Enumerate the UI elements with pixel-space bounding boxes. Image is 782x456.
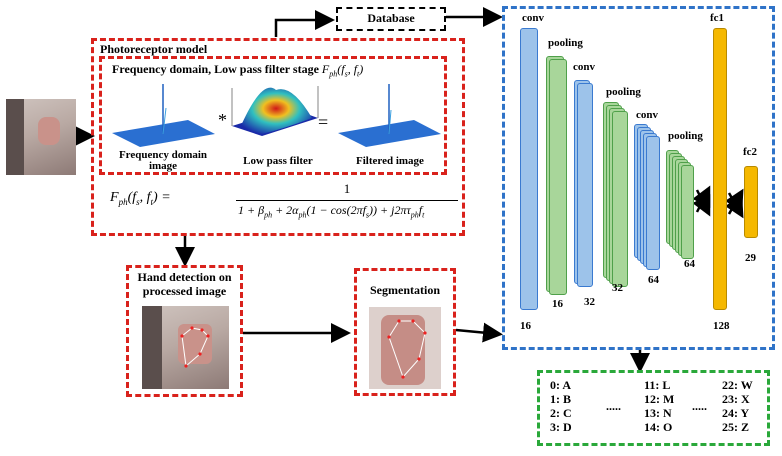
input-hand-photo xyxy=(6,99,76,175)
arrow-photoreceptor-to-database xyxy=(274,10,335,37)
class-item: 22: W xyxy=(722,378,753,392)
filtered-image-label: Filtered image xyxy=(356,155,424,167)
class-item: 1: B xyxy=(550,392,571,406)
cnn-layer-name: conv xyxy=(636,109,658,121)
photoreceptor-model-box: Photoreceptor model xyxy=(91,38,465,236)
pool-layer-slab xyxy=(549,59,567,295)
conv-layer-slab xyxy=(646,136,660,270)
cnn-layer-name: fc1 xyxy=(710,12,725,24)
hand-detection-photo xyxy=(142,306,229,389)
cnn-layer-size: 32 xyxy=(584,296,595,308)
dense-connection-1 xyxy=(692,185,711,217)
class-item: 11: L xyxy=(644,378,671,392)
low-pass-filter-label: Low pass filter xyxy=(243,155,313,167)
cnn-layer-size: 64 xyxy=(684,258,695,270)
class-item: 25: Z xyxy=(722,420,749,434)
segmentation-label: Segmentation xyxy=(370,283,440,297)
stage-title: Frequency domain, Low pass filter stage … xyxy=(112,62,364,79)
cnn-layer-size: 128 xyxy=(713,320,730,332)
cnn-layer-name: conv xyxy=(573,61,595,73)
classes-col1: 0: A 1: B 2: C 3: D xyxy=(550,378,572,434)
cnn-layer-size: 16 xyxy=(520,320,531,332)
cnn-layer-size: 32 xyxy=(612,282,623,294)
multiply-operator: * xyxy=(218,110,227,130)
cnn-box xyxy=(502,6,775,350)
conv-layer-slab xyxy=(520,28,538,310)
photoreceptor-title: Photoreceptor model xyxy=(100,42,208,56)
cnn-layer-size: 64 xyxy=(648,274,659,286)
fc-layer-slab xyxy=(744,166,758,238)
class-item: 0: A xyxy=(550,378,571,392)
classes-ellipsis-1: ..... xyxy=(606,399,621,413)
classes-col2: 11: L 12: M 13: N 14: O xyxy=(644,378,674,434)
classes-ellipsis-2: ..... xyxy=(692,399,707,413)
pool-layer-slab xyxy=(612,111,628,287)
conv-layer-slab xyxy=(577,83,593,287)
frequency-domain-image-label: Frequency domain image xyxy=(118,149,208,172)
cnn-layer-name: pooling xyxy=(668,130,703,142)
pool-layer-slab xyxy=(681,165,694,259)
hand-landmarks xyxy=(180,326,210,368)
frequency-stage-box: Frequency domain, Low pass filter stage … xyxy=(99,56,447,175)
classes-box: 0: A 1: B 2: C 3: D ..... 11: L 12: M 13… xyxy=(537,370,770,446)
arrow-segmentation-to-cnn xyxy=(455,322,503,343)
hand-detection-box: Hand detection on processed image xyxy=(126,265,243,397)
dense-connection-2 xyxy=(724,188,744,219)
cnn-layer-name: fc2 xyxy=(743,146,758,158)
cnn-layer-size: 16 xyxy=(552,298,563,310)
cnn-layer-name: pooling xyxy=(606,86,641,98)
class-item: 13: N xyxy=(644,406,672,420)
hand-detection-label: Hand detection on processed image xyxy=(137,270,232,298)
formula-fraction-bar xyxy=(236,200,458,201)
class-item: 14: O xyxy=(644,420,673,434)
segmentation-photo xyxy=(369,307,441,389)
cnn-layer-name: pooling xyxy=(548,37,583,49)
cnn-layer-size: 29 xyxy=(745,252,756,264)
formula-numerator: 1 xyxy=(343,181,351,196)
class-item: 23: X xyxy=(722,392,750,406)
cnn-layer-name: conv xyxy=(522,12,544,24)
classes-col3: 22: W 23: X 24: Y 25: Z xyxy=(722,378,753,434)
class-item: 12: M xyxy=(644,392,675,406)
segmentation-box: Segmentation xyxy=(354,268,456,396)
segmentation-landmarks xyxy=(387,319,427,379)
class-item: 2: C xyxy=(550,406,572,420)
equals-operator: = xyxy=(318,112,329,132)
formula-lhs: Fph(fs, ft) = xyxy=(110,190,171,207)
class-item: 3: D xyxy=(550,420,572,434)
formula-denominator: 1 + βph + 2αph(1 − cos(2πfs)) + j2πτphft xyxy=(238,203,425,220)
database-label: Database xyxy=(367,11,415,25)
database-box: Database xyxy=(336,7,446,31)
fc-layer-slab xyxy=(713,28,727,310)
class-item: 24: Y xyxy=(722,406,750,420)
